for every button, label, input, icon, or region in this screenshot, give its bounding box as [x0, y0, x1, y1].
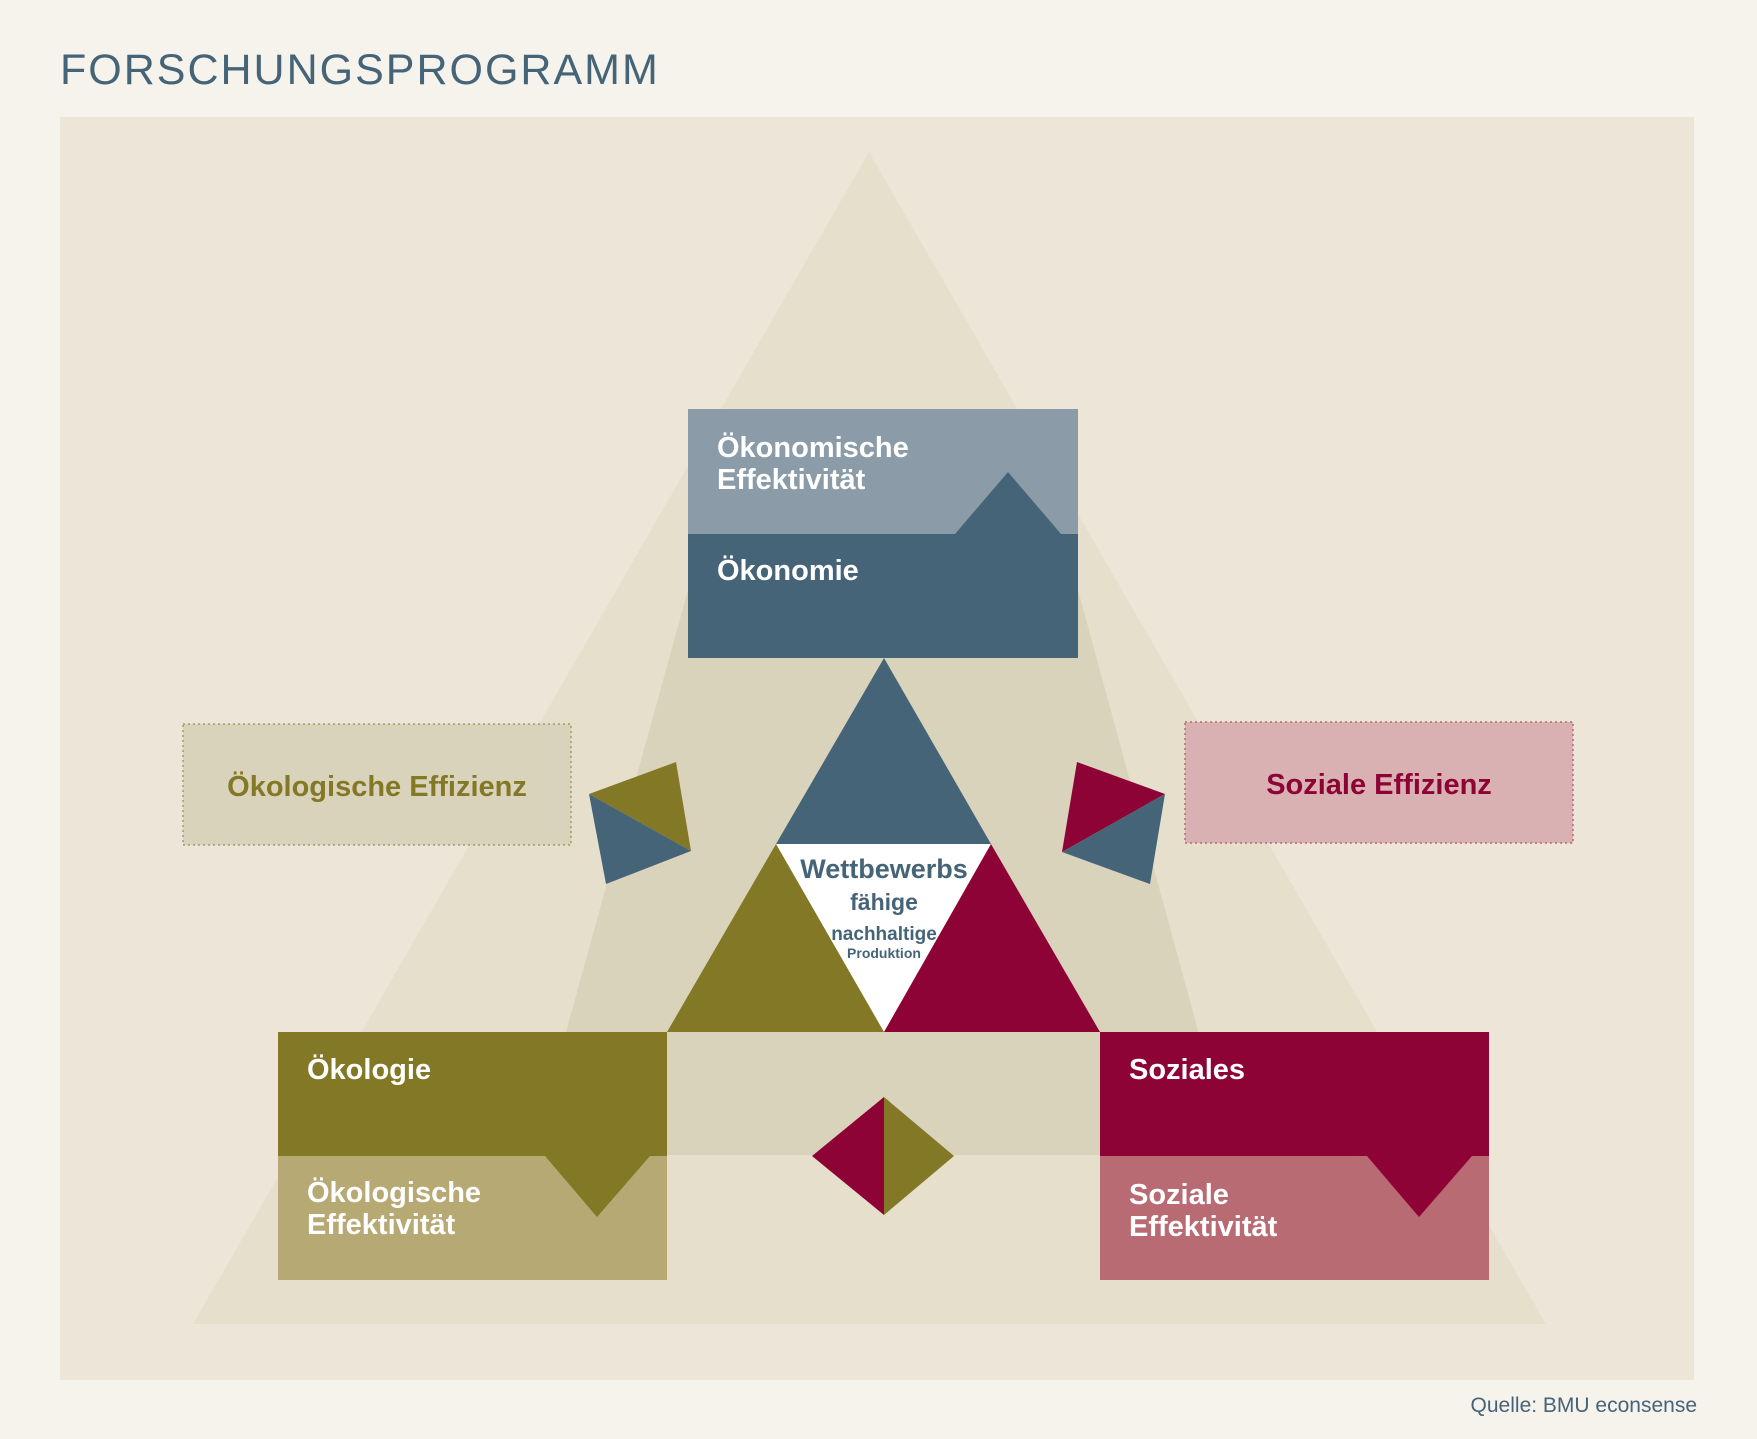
social-group: Soziales Soziale Effektivität — [1100, 1032, 1489, 1280]
social-effectiveness-line1: Soziale — [1129, 1179, 1229, 1211]
economic-effectiveness-line2: Effektivität — [717, 464, 866, 496]
bottom-connector-green — [884, 1097, 954, 1215]
page-title: FORSCHUNGSPROGRAMM — [60, 46, 660, 94]
ecological-efficiency-box — [182, 723, 572, 846]
ecology-label: Ökologie — [307, 1053, 431, 1086]
center-text-line2: fähige — [850, 889, 918, 915]
social-arrow-down — [1367, 1156, 1472, 1217]
center-text-line3: nachhaltige — [831, 924, 937, 945]
ecological-efficiency-connector-green — [589, 762, 691, 851]
ecological-effectiveness-line1: Ökologische — [307, 1176, 481, 1209]
central-white-triangle — [776, 844, 991, 1032]
social-label: Soziales — [1129, 1054, 1245, 1086]
central-triangle: Wettbewerbs fähige nachhaltige Produktio… — [667, 658, 1100, 1032]
central-social-triangle — [884, 844, 1100, 1032]
economy-box — [688, 534, 1078, 658]
center-text-line1: Wettbewerbs — [800, 854, 968, 884]
economic-effectiveness-line1: Ökonomische — [717, 431, 909, 464]
source-label: Quelle: BMU econsense — [1471, 1394, 1697, 1417]
economy-arrow-up — [955, 472, 1061, 534]
ecology-group: Ökologie Ökologische Effektivität — [278, 1032, 667, 1280]
central-economy-triangle — [776, 658, 991, 844]
ecology-arrow-down — [545, 1156, 650, 1217]
ecological-efficiency-label: Ökologische Effizienz — [227, 770, 527, 803]
economy-label: Ökonomie — [717, 554, 859, 587]
social-box — [1100, 1032, 1489, 1156]
social-effectiveness-line2: Effektivität — [1129, 1211, 1278, 1243]
center-text-line4: Produktion — [847, 945, 921, 961]
bottom-connector — [812, 1097, 954, 1215]
bottom-connector-red — [812, 1097, 884, 1215]
social-efficiency-connector-red — [1062, 762, 1165, 852]
social-efficiency-connector-blue — [1062, 794, 1165, 884]
social-efficiency-group: Soziale Effizienz — [1062, 721, 1574, 884]
ecological-efficiency-group: Ökologische Effizienz — [182, 723, 691, 884]
economy-group: Ökonomische Effektivität Ökonomie — [688, 409, 1078, 658]
central-ecology-triangle — [667, 844, 884, 1032]
ecological-effectiveness-line2: Effektivität — [307, 1209, 456, 1241]
social-efficiency-box — [1184, 721, 1574, 844]
social-efficiency-label: Soziale Effizienz — [1266, 769, 1492, 801]
ecology-box — [278, 1032, 667, 1156]
ecological-efficiency-connector-blue — [589, 794, 691, 884]
